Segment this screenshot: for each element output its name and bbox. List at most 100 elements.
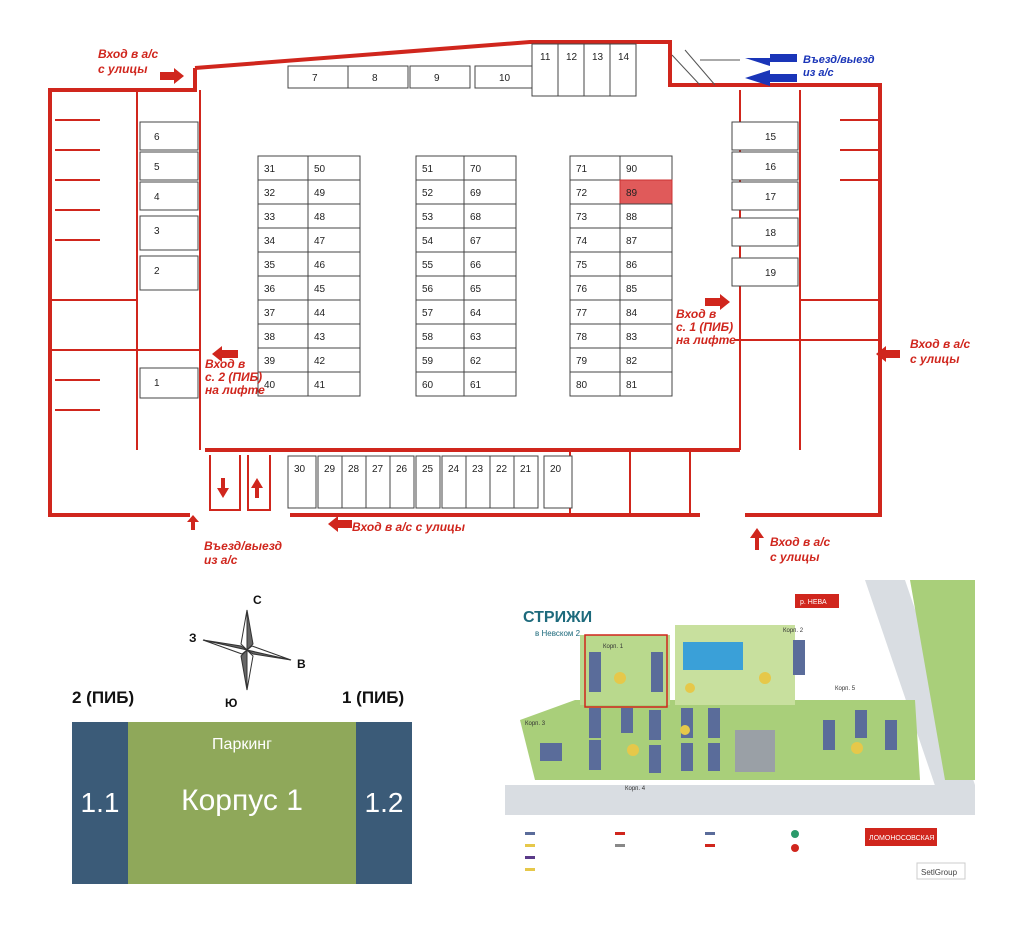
slot-label: 54: [422, 236, 434, 247]
slot-label: 62: [470, 356, 482, 367]
slot-label: 26: [396, 464, 408, 475]
parking-slot-83: 83: [619, 323, 673, 349]
parking-slot-3: 3: [139, 215, 199, 251]
slot-label: 87: [626, 236, 638, 247]
slot-label: 28: [348, 464, 360, 475]
street-horizontal: [505, 785, 975, 815]
parking-slot-90: 90: [619, 155, 673, 181]
developer-logo-box: [916, 862, 966, 880]
parking-slot-18: 18: [731, 217, 799, 247]
parking-slot-80: 80: [569, 371, 621, 397]
parking-slot-52: 52: [415, 179, 465, 205]
slot-label: 36: [264, 284, 276, 295]
slot-label: 48: [314, 212, 326, 223]
river-badge: р. НЕВА: [800, 599, 827, 606]
slot-label: 11: [540, 52, 551, 63]
slot-label: 56: [422, 284, 434, 295]
parking-slot-47: 47: [307, 227, 361, 253]
slot-label: 90: [626, 164, 638, 175]
slot-label: 75: [576, 260, 588, 271]
slot-label: 49: [314, 188, 326, 199]
slot-label: 30: [294, 464, 306, 475]
arrow-up-icon: [187, 515, 199, 530]
slot-label: 85: [626, 284, 638, 295]
slot-label: 9: [434, 73, 440, 84]
parking-slot-46: 46: [307, 251, 361, 277]
slot-label: 46: [314, 260, 326, 271]
slot-label: 18: [765, 228, 777, 239]
parking-block: Паркинг Корпус 1: [128, 722, 356, 884]
slot-label: 20: [550, 464, 562, 475]
parking-slot-34: 34: [257, 227, 309, 253]
parking-slot-16: 16: [731, 151, 799, 181]
slot-label: 59: [422, 356, 434, 367]
parking-slot-71: 71: [569, 155, 621, 181]
slot-label: 3: [154, 226, 160, 237]
parking-slot-56: 56: [415, 275, 465, 301]
parking-slot-10: 10: [474, 65, 536, 89]
slot-label: 52: [422, 188, 434, 199]
parking-slot-26: 26: [389, 455, 415, 509]
parking-slot-81: 81: [619, 371, 673, 397]
slot-label: 13: [592, 52, 604, 63]
parking-slot-31: 31: [257, 155, 309, 181]
parking-title: Паркинг: [212, 736, 272, 753]
slot-label: 86: [626, 260, 638, 271]
ramp: [671, 49, 740, 86]
slot-label: 2: [154, 266, 160, 277]
slot-label: 82: [626, 356, 638, 367]
parking-slot-13: 13: [583, 43, 611, 97]
parking-slot-24: 24: [441, 455, 467, 509]
slot-label: 34: [264, 236, 276, 247]
slot-label: 70: [470, 164, 482, 175]
business-center: [735, 730, 775, 772]
parking-slot-62: 62: [463, 347, 517, 373]
slot-label: 27: [372, 464, 384, 475]
parking-slot-70: 70: [463, 155, 517, 181]
site-plan: СТРИЖИ в Невском 2 р. НЕВА ЛОМОНОСОВСКАЯ…: [505, 580, 975, 900]
parking-slot-29: 29: [317, 455, 343, 509]
compass-north: С: [253, 593, 262, 607]
parking-slot-2: 2: [139, 255, 199, 291]
corp-label: Корп. 5: [835, 686, 856, 692]
slot-label: 12: [566, 52, 578, 63]
river-badge-bg: [795, 594, 839, 608]
slot-label: 79: [576, 356, 588, 367]
section-2-label: 2 (ПИБ): [72, 688, 135, 707]
parking-slot-49: 49: [307, 179, 361, 205]
parking-slot-87: 87: [619, 227, 673, 253]
slot-label: 38: [264, 332, 276, 343]
slot-label: 45: [314, 284, 326, 295]
corp-label: Корп. 3: [525, 721, 546, 727]
slot-label: 29: [324, 464, 336, 475]
slot-label: 65: [470, 284, 482, 295]
slot-label: 39: [264, 356, 276, 367]
parking-slot-22: 22: [489, 455, 515, 509]
slot-label: 83: [626, 332, 638, 343]
slot-label: 80: [576, 380, 588, 391]
parking-slot-73: 73: [569, 203, 621, 229]
parking-slot-11: 11: [531, 43, 559, 97]
parking-slot-61: 61: [463, 371, 517, 397]
parking-slot-37: 37: [257, 299, 309, 325]
slot-label: 89: [626, 188, 638, 199]
parking-slot-7: 7: [287, 65, 349, 89]
parking-slot-67: 67: [463, 227, 517, 253]
slot-label: 6: [154, 132, 160, 143]
slot-label: 43: [314, 332, 326, 343]
parking-slot-64: 64: [463, 299, 517, 325]
slot-label: 8: [372, 73, 378, 84]
corp-label: Корп. 2: [783, 628, 804, 634]
brand-subtitle: в Невском 2: [535, 629, 581, 638]
parking-slot-28: 28: [341, 455, 367, 509]
parking-slot-53: 53: [415, 203, 465, 229]
arrow-left-icon: [328, 516, 352, 532]
parking-slot-82: 82: [619, 347, 673, 373]
slot-label: 63: [470, 332, 482, 343]
slot-label: 78: [576, 332, 588, 343]
parking-slot-72: 72: [569, 179, 621, 205]
arrow-down-icon: [217, 478, 229, 498]
parking-slot-44: 44: [307, 299, 361, 325]
